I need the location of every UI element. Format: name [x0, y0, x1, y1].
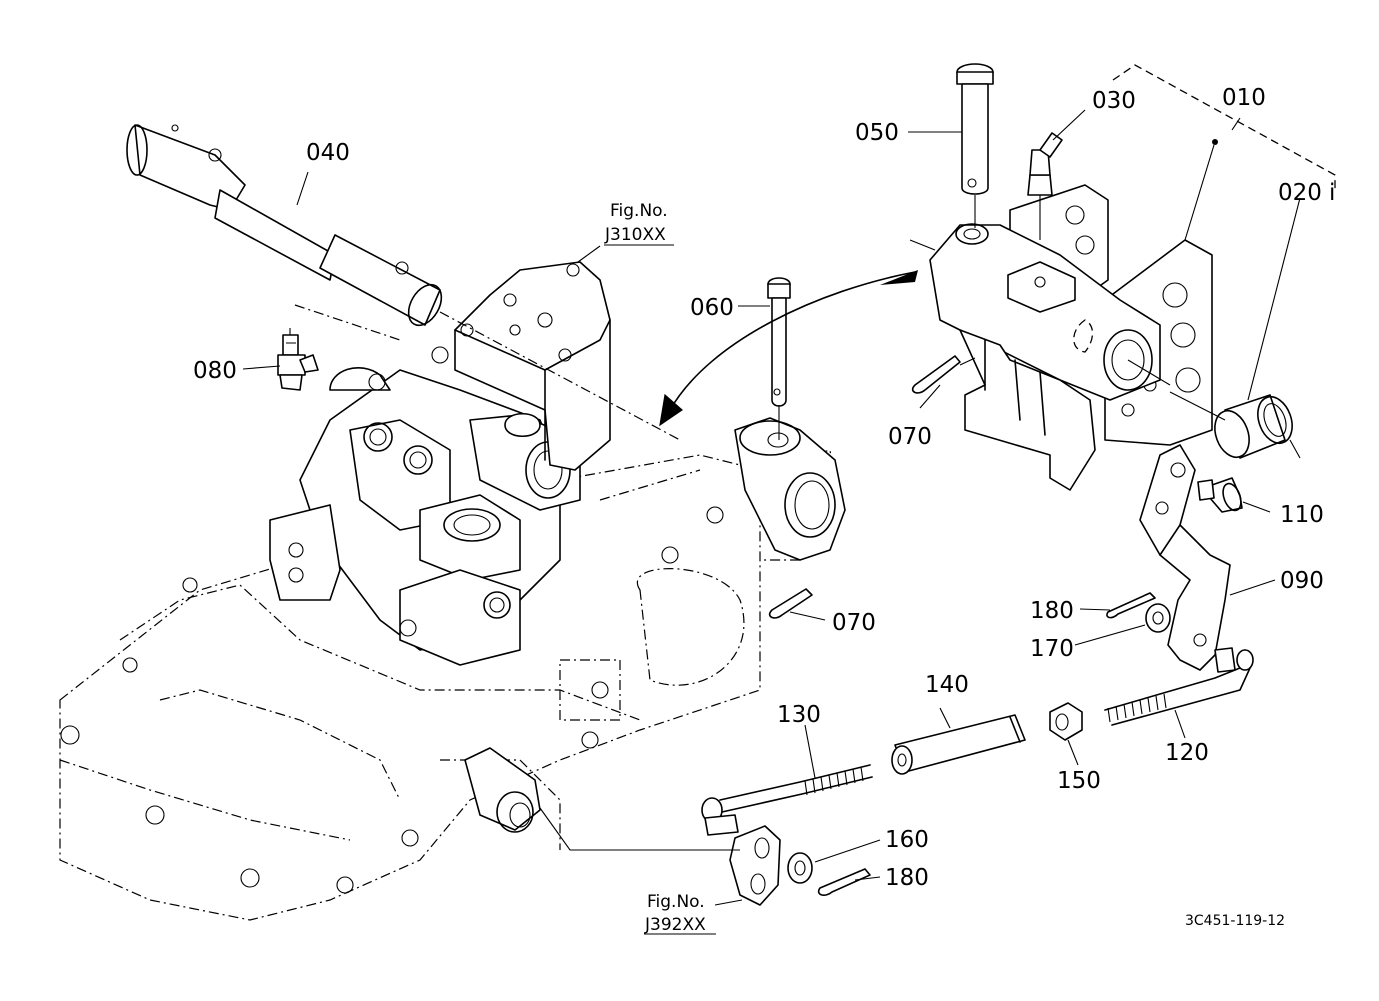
cover-plate	[454, 261, 611, 471]
rod-120	[1104, 647, 1254, 726]
callout-180-upper: 180	[1030, 598, 1074, 624]
grease-fitting-030	[1027, 132, 1063, 240]
callouts: 010 020 i 030 040 050 060 070 070 080 09…	[193, 85, 1335, 891]
lower-link-plate	[729, 825, 781, 906]
callout-020-mark: i	[1329, 180, 1335, 206]
callout-170: 170	[1030, 636, 1074, 662]
callout-150: 150	[1057, 768, 1101, 794]
callout-180-lower: 180	[885, 865, 929, 891]
callout-110: 110	[1280, 502, 1324, 528]
callout-070-upper: 070	[888, 424, 932, 450]
callout-140: 140	[925, 672, 969, 698]
fig-ref-upper-code: J310XX	[604, 225, 666, 245]
split-pin-180-upper	[1106, 592, 1156, 619]
lever-assembly-010	[909, 139, 1218, 491]
fig-ref-lower-code: J392XX	[644, 915, 706, 935]
callout-090: 090	[1280, 568, 1324, 594]
figure-reference-lower: Fig.No. J392XX	[644, 892, 716, 935]
lever-boss	[734, 417, 846, 561]
leader-lines	[242, 109, 1301, 906]
callout-080: 080	[193, 358, 237, 384]
assembly-bracket-010	[1112, 64, 1336, 192]
figure-reference-upper: Fig.No. J310XX	[604, 201, 674, 246]
split-pin-180-lower	[817, 868, 871, 897]
grease-fitting-080	[277, 304, 401, 391]
callout-160: 160	[885, 827, 929, 853]
split-pin-070-lower	[768, 588, 813, 619]
callout-060: 060	[690, 295, 734, 321]
pin-050	[956, 63, 994, 228]
fig-ref-lower-label: Fig.No.	[647, 892, 705, 912]
callout-050: 050	[855, 120, 899, 146]
drawing-code: 3C451-119-12	[1185, 913, 1285, 929]
washer-160	[787, 852, 813, 884]
callout-120: 120	[1165, 740, 1209, 766]
pin-060	[767, 277, 791, 440]
callout-130: 130	[777, 702, 821, 728]
control-shaft-040	[126, 124, 681, 441]
bolt-110	[1197, 477, 1243, 513]
callout-010: 010	[1222, 85, 1266, 111]
washer-170	[1145, 603, 1171, 633]
split-pin-070-upper	[911, 355, 976, 394]
turnbuckle-140	[891, 714, 1026, 775]
link-plate-090	[1139, 444, 1231, 671]
housing-shaft-end	[464, 747, 541, 833]
fig-ref-upper-label: Fig.No.	[610, 201, 668, 221]
callout-040: 040	[306, 140, 350, 166]
assembly-arrow	[659, 270, 918, 427]
callout-020: 020	[1278, 180, 1322, 206]
bushing-020	[1169, 391, 1301, 459]
nut-150	[1049, 702, 1083, 741]
rod-130	[701, 764, 873, 836]
callout-070-lower: 070	[832, 610, 876, 636]
callout-030: 030	[1092, 88, 1136, 114]
